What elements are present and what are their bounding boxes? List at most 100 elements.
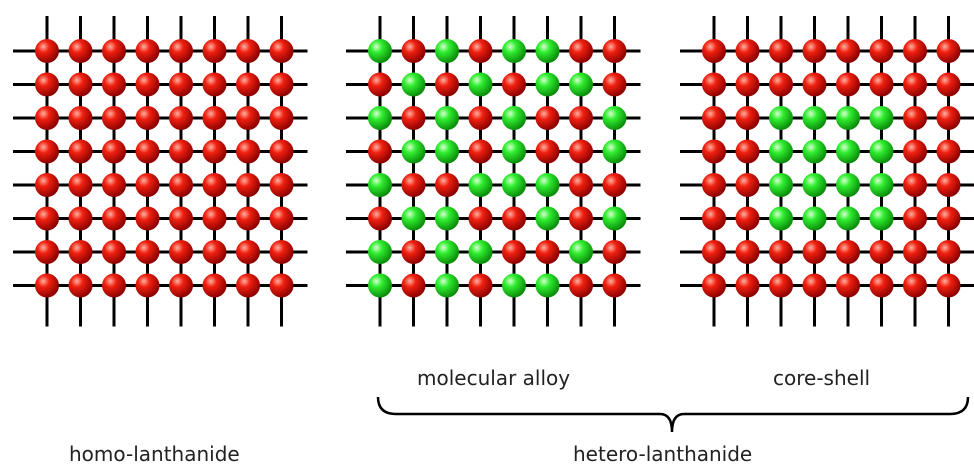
- green-atom: [802, 139, 827, 164]
- red-atom: [68, 206, 93, 231]
- green-atom: [435, 206, 459, 231]
- green-atom: [368, 273, 392, 298]
- red-atom: [735, 72, 760, 97]
- red-atom: [802, 72, 827, 97]
- red-atom: [401, 173, 426, 197]
- red-atom: [769, 240, 793, 264]
- red-atom: [468, 206, 493, 231]
- red-atom: [269, 173, 294, 197]
- red-atom: [735, 173, 760, 197]
- green-atom: [435, 139, 459, 164]
- red-atom: [102, 72, 126, 97]
- red-atom: [102, 240, 126, 264]
- red-atom: [802, 273, 827, 298]
- green-atom: [502, 139, 526, 164]
- red-atom: [936, 273, 961, 298]
- green-atom: [869, 206, 894, 231]
- red-atom: [135, 273, 160, 298]
- green-atom: [769, 173, 793, 197]
- red-atom: [169, 173, 193, 197]
- red-atom: [702, 39, 726, 63]
- red-atom: [68, 39, 93, 63]
- red-atom: [903, 139, 927, 164]
- red-atom: [802, 39, 827, 63]
- red-atom: [236, 206, 260, 231]
- red-atom: [903, 240, 927, 264]
- red-atom: [35, 240, 59, 264]
- red-atom: [135, 173, 160, 197]
- red-atom: [135, 206, 160, 231]
- red-atom: [502, 72, 526, 97]
- red-atom: [169, 39, 193, 63]
- green-atom: [769, 206, 793, 231]
- red-atom: [735, 106, 760, 130]
- red-atom: [535, 240, 560, 264]
- red-atom: [102, 173, 126, 197]
- red-atom: [68, 106, 93, 130]
- green-atom: [401, 72, 426, 97]
- red-atom: [702, 72, 726, 97]
- red-atom: [535, 139, 560, 164]
- red-atom: [836, 273, 860, 298]
- green-atom: [502, 173, 526, 197]
- red-atom: [68, 139, 93, 164]
- core-shell-lattice: [680, 16, 974, 327]
- red-atom: [169, 240, 193, 264]
- green-atom: [535, 273, 560, 298]
- red-atom: [869, 72, 894, 97]
- red-atom: [35, 173, 59, 197]
- red-atom: [569, 39, 593, 63]
- red-atom: [269, 273, 294, 298]
- red-atom: [569, 173, 593, 197]
- green-atom: [368, 240, 392, 264]
- green-atom: [602, 139, 627, 164]
- red-atom: [68, 273, 93, 298]
- red-atom: [135, 39, 160, 63]
- red-atom: [502, 240, 526, 264]
- red-atom: [236, 106, 260, 130]
- red-atom: [702, 106, 726, 130]
- red-atom: [169, 273, 193, 298]
- red-atom: [702, 173, 726, 197]
- green-atom: [468, 72, 493, 97]
- red-atom: [602, 273, 627, 298]
- red-atom: [202, 72, 227, 97]
- green-atom: [802, 106, 827, 130]
- red-atom: [735, 206, 760, 231]
- red-atom: [569, 206, 593, 231]
- green-atom: [368, 173, 392, 197]
- red-atom: [368, 206, 392, 231]
- red-atom: [735, 240, 760, 264]
- red-atom: [35, 106, 59, 130]
- red-atom: [769, 39, 793, 63]
- red-atom: [202, 273, 227, 298]
- green-atom: [769, 106, 793, 130]
- red-atom: [68, 240, 93, 264]
- red-atom: [35, 206, 59, 231]
- red-atom: [269, 72, 294, 97]
- green-atom: [569, 72, 593, 97]
- red-atom: [135, 139, 160, 164]
- molecular-alloy-lattice: [346, 16, 641, 327]
- red-atom: [836, 39, 860, 63]
- green-atom: [502, 106, 526, 130]
- red-atom: [903, 206, 927, 231]
- homo-lanthanide-label: homo-lanthanide: [69, 442, 240, 466]
- red-atom: [936, 106, 961, 130]
- red-atom: [936, 72, 961, 97]
- green-atom: [602, 206, 627, 231]
- green-atom: [602, 106, 627, 130]
- green-atom: [468, 173, 493, 197]
- red-atom: [702, 206, 726, 231]
- red-atom: [202, 106, 227, 130]
- red-atom: [135, 106, 160, 130]
- red-atom: [135, 240, 160, 264]
- green-atom: [535, 72, 560, 97]
- red-atom: [35, 72, 59, 97]
- red-atom: [269, 206, 294, 231]
- red-atom: [769, 72, 793, 97]
- green-atom: [435, 106, 459, 130]
- green-atom: [802, 173, 827, 197]
- green-atom: [368, 106, 392, 130]
